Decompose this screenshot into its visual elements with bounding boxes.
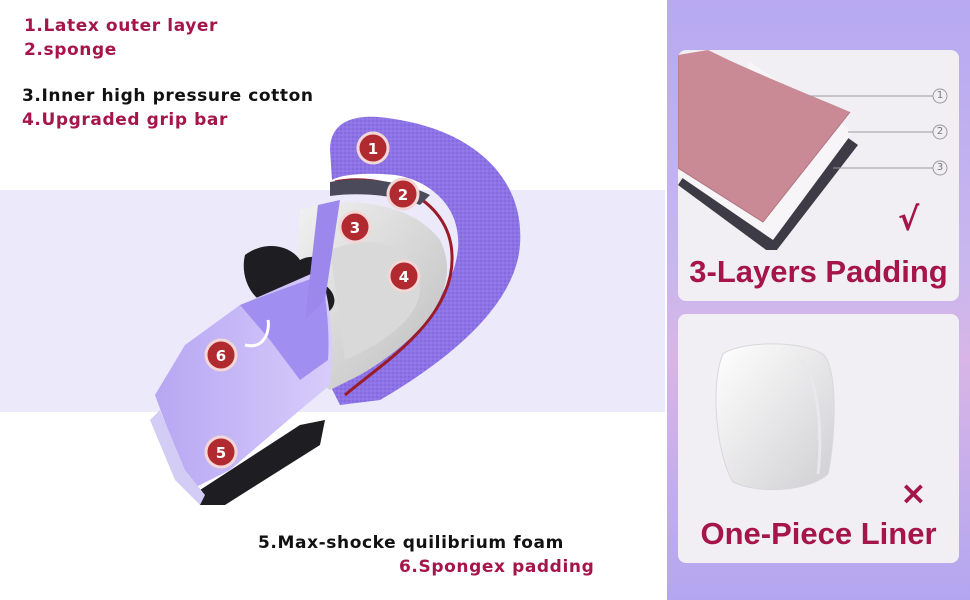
badge-2: 2: [386, 177, 420, 211]
svg-text:1: 1: [368, 140, 378, 158]
one-piece-caption: One-Piece Liner: [700, 516, 937, 551]
glove-cross-section-illustration: [150, 116, 521, 505]
badge-3: 3: [338, 210, 372, 244]
three-layers-caption: 3-Layers Padding: [689, 254, 948, 289]
cross-icon: ×: [900, 474, 927, 512]
svg-text:4: 4: [399, 268, 409, 286]
svg-text:2: 2: [398, 186, 408, 204]
svg-text:6: 6: [216, 347, 226, 365]
svg-text:5: 5: [216, 444, 226, 462]
right-panel: 1 2 3 √ 3-Layers Padding × One-Piece Lin…: [667, 0, 970, 600]
one-piece-liner-illustration: [715, 343, 835, 490]
svg-text:3: 3: [350, 219, 360, 237]
badge-1: 1: [356, 131, 390, 165]
label-inner-high-pressure-cotton: 3.Inner high pressure cotton: [22, 86, 314, 106]
check-icon: √: [898, 200, 920, 238]
layer-number-1: 1: [936, 90, 944, 101]
label-upgraded-grip-bar: 4.Upgraded grip bar: [22, 110, 228, 130]
label-spongex-padding: 6.Spongex padding: [399, 557, 595, 577]
badge-5: 5: [204, 435, 238, 469]
badge-6: 6: [204, 338, 238, 372]
layered-padding-illustration: [678, 50, 948, 250]
number-badges: 1 2 3 4 5 6: [204, 131, 421, 469]
badge-4: 4: [387, 259, 421, 293]
left-panel: 1.Latex outer layer 2.sponge 3.Inner hig…: [0, 16, 665, 577]
layer-number-3: 3: [936, 162, 944, 173]
layer-number-2: 2: [936, 126, 944, 137]
label-sponge: 2.sponge: [24, 40, 117, 60]
label-max-shock-foam: 5.Max-shocke quilibrium foam: [258, 533, 564, 553]
label-latex-outer-layer: 1.Latex outer layer: [24, 16, 219, 36]
three-layers-card: 1 2 3 √ 3-Layers Padding: [678, 50, 959, 301]
one-piece-card: × One-Piece Liner: [678, 314, 959, 563]
